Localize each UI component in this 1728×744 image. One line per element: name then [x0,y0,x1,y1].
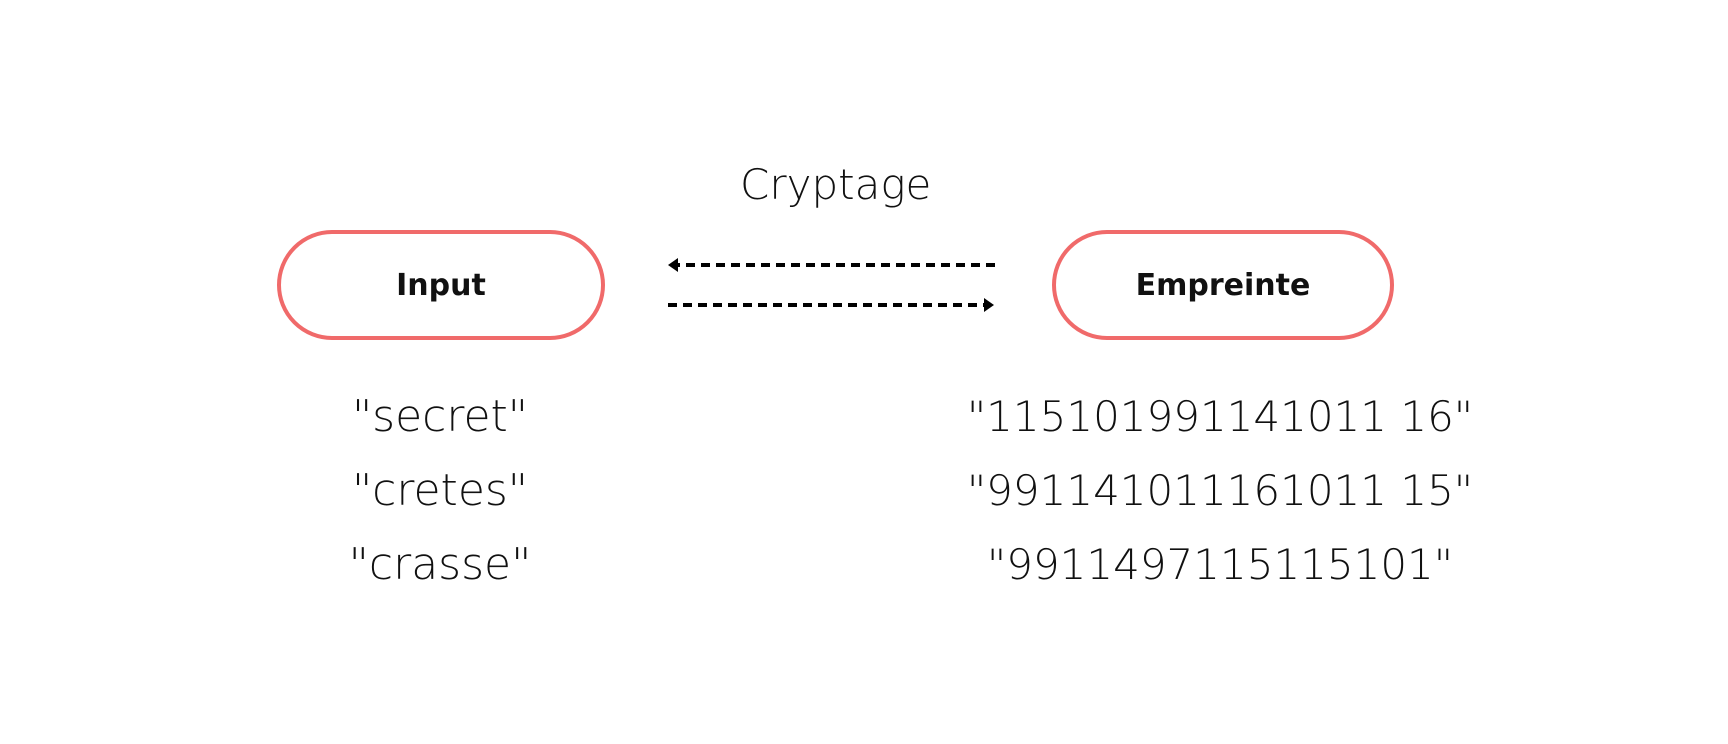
input-box-label: Input [396,267,486,303]
fingerprint-value: "115101991141011 16" [966,392,1474,441]
fingerprint-values-list: "115101991141011 16" "991141011161011 15… [960,380,1480,602]
input-value: "secret" [351,391,529,442]
input-value: "cretes" [351,465,529,516]
arrow-right [668,298,994,312]
fingerprint-value: "991141011161011 15" [966,466,1474,515]
input-value: "crasse" [348,539,532,590]
input-box: Input [277,230,605,340]
fingerprint-value: "9911497115115101" [986,540,1454,589]
empreinte-box-label: Empreinte [1135,267,1311,303]
diagram-title: Cryptage [740,160,932,209]
bidirectional-arrows [668,258,995,312]
empreinte-box: Empreinte [1052,230,1394,340]
input-values-list: "secret" "cretes" "crasse" [290,380,590,602]
arrow-left [668,258,995,272]
